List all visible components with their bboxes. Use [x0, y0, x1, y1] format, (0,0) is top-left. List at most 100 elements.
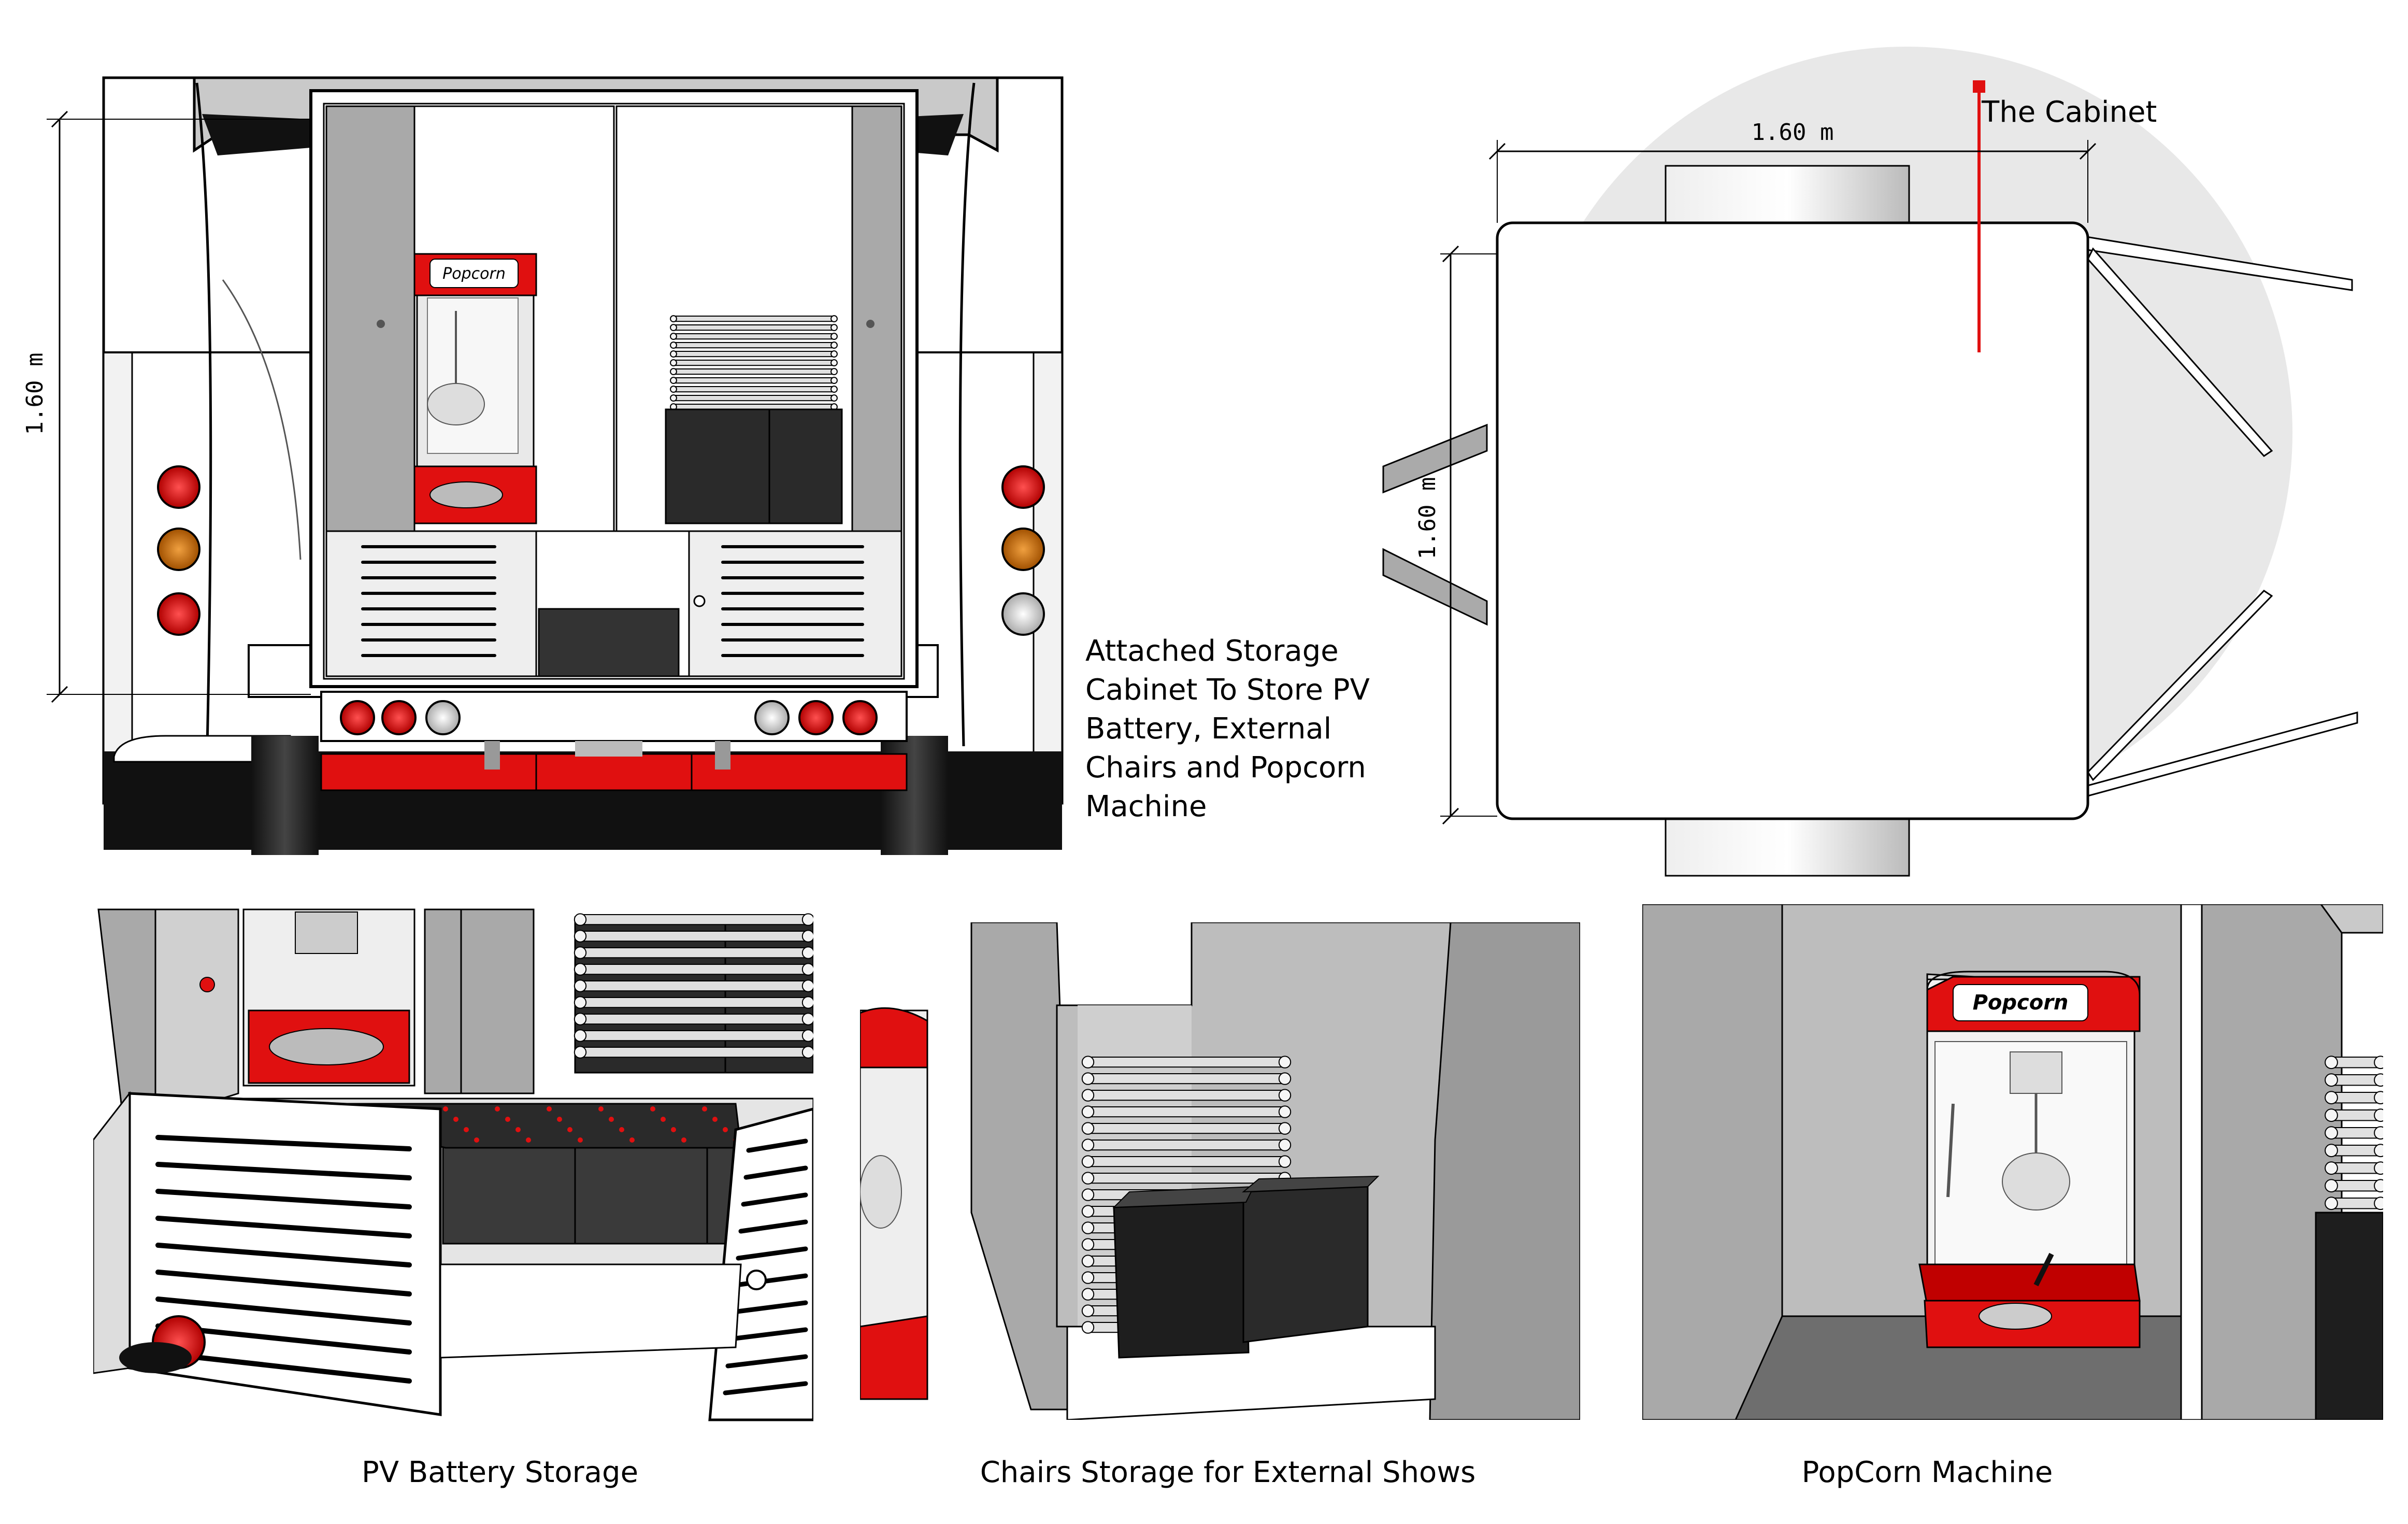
chair-leg [1081, 1122, 1095, 1135]
vent-slot [155, 1297, 412, 1326]
chair-leg [801, 979, 813, 992]
battery-terminal [723, 1127, 728, 1132]
chair-leg [670, 324, 677, 332]
chair-slat [580, 964, 809, 975]
caption-chairs: Chairs Storage for External Shows [980, 1456, 1476, 1489]
top-depth-label: 1.60 m [1414, 477, 1441, 560]
chair-leg [1081, 1321, 1095, 1334]
chair-leg [574, 946, 587, 959]
chair-leg [2374, 1108, 2383, 1122]
chair-slat [580, 947, 809, 959]
cabinet-callout-label: The Cabinet [1981, 95, 2157, 129]
chair-slat [673, 360, 835, 366]
chair-leg [830, 359, 838, 367]
chair-leg [1278, 1056, 1292, 1069]
chair-slat [2331, 1162, 2381, 1174]
chair-leg [830, 350, 838, 358]
popcorn-machine-3d: Popcorn [1918, 971, 2141, 1348]
chair-leg [801, 930, 813, 943]
chair-leg [2325, 1161, 2338, 1175]
battery-terminal [495, 1106, 500, 1112]
chair-leg [1278, 1072, 1292, 1085]
battery-terminal [629, 1137, 635, 1143]
vent-slot [736, 1246, 808, 1261]
battery-terminal [464, 1127, 469, 1132]
chair-slat [2331, 1092, 2381, 1104]
vent-slot [155, 1243, 412, 1267]
battery-terminal [619, 1127, 624, 1132]
battery-terminal [557, 1117, 562, 1122]
chair-leg [670, 377, 677, 384]
chair-leg [830, 368, 838, 376]
chair-leg [2374, 1056, 2383, 1070]
chair-leg [2374, 1161, 2383, 1175]
chair-leg [670, 333, 677, 340]
vent-slot [741, 1192, 808, 1207]
vent-slot [730, 1300, 808, 1315]
chair-leg [1081, 1304, 1095, 1317]
chair-leg [1081, 1155, 1095, 1168]
chair-leg [2374, 1091, 2383, 1105]
chair-slat [580, 997, 809, 1008]
chair-leg [1278, 1105, 1292, 1118]
battery-terminal [526, 1137, 531, 1143]
chair-leg [670, 341, 677, 349]
chair-leg [1081, 1238, 1095, 1251]
battery-terminal [598, 1106, 604, 1112]
chair-slat [2331, 1074, 2381, 1086]
chair-leg [1081, 1188, 1095, 1201]
rear-dimension-label: 1.60 m [22, 353, 48, 435]
pv-battery-storage-view [93, 907, 813, 1425]
battery-terminal [453, 1117, 458, 1122]
chairs-storage-view [860, 922, 1580, 1420]
battery-terminal [474, 1137, 479, 1143]
vent-slot [746, 1138, 808, 1153]
chair-leg [801, 1029, 813, 1042]
top-plan-view: The Cabinet 1.60 m 1.60 m [1382, 47, 2358, 877]
chair-leg [830, 333, 838, 340]
chair-leg [574, 913, 587, 926]
chair-leg [574, 1029, 587, 1042]
chair-leg [801, 963, 813, 976]
vent-slot [155, 1162, 412, 1180]
battery-terminal [702, 1106, 707, 1112]
battery-terminal [505, 1117, 510, 1122]
caption-popcorn: PopCorn Machine [1802, 1456, 2053, 1489]
chair-leg [830, 341, 838, 349]
description-text: Attached Storage Cabinet To Store PV Bat… [1085, 634, 1370, 823]
chair-slat [580, 980, 809, 992]
chair-slat [1087, 1090, 1285, 1101]
top-width-label: 1.60 m [1752, 119, 1834, 146]
chair-leg [1278, 1138, 1292, 1151]
vent-slot [743, 1165, 808, 1180]
chair-leg [1081, 1255, 1095, 1267]
chair-slat [1087, 1156, 1285, 1167]
chair-leg [2374, 1126, 2383, 1140]
chair-slat [1087, 1073, 1285, 1085]
chair-slat [580, 1047, 809, 1058]
chair-leg [830, 324, 838, 332]
chair-leg [801, 1013, 813, 1026]
chair-leg [830, 315, 838, 323]
chair-leg [574, 996, 587, 1009]
chair-leg [1081, 1288, 1095, 1301]
chair-slat [673, 351, 835, 358]
chair-leg [801, 913, 813, 926]
chair-leg [1081, 1205, 1095, 1218]
chair-leg [2325, 1179, 2338, 1193]
chair-leg [670, 350, 677, 358]
chair-leg [2374, 1144, 2383, 1158]
chair-leg [670, 315, 677, 323]
chair-leg [574, 1046, 587, 1059]
vent-slot [725, 1354, 808, 1369]
chair-leg [2374, 1073, 2383, 1087]
tail-lights-right [1001, 465, 1045, 636]
chair-leg [1081, 1172, 1095, 1185]
battery-terminal [650, 1106, 655, 1112]
chair-leg [2325, 1144, 2338, 1158]
chair-slat [1087, 1106, 1285, 1118]
chair-leg [1081, 1221, 1095, 1234]
chair-slat [673, 333, 835, 340]
chair-leg [2325, 1056, 2338, 1070]
